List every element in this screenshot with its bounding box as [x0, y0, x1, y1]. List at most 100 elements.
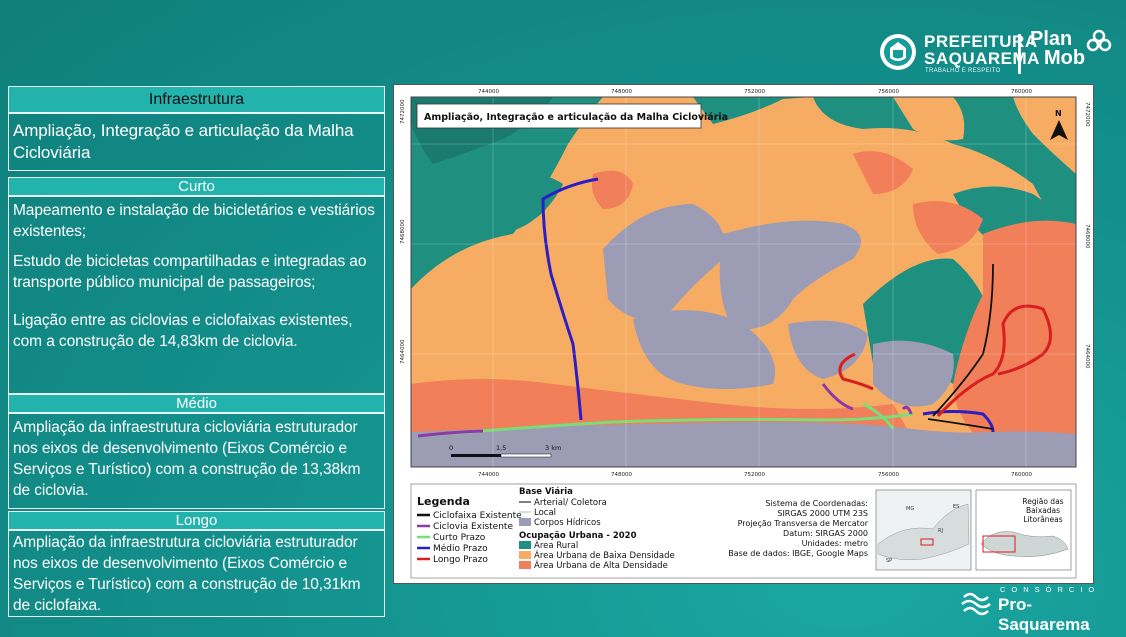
route-ciclofaixa-existente: [927, 418, 994, 430]
tick-label: 760000: [1011, 89, 1032, 95]
lagoon: [873, 340, 954, 407]
tick-label: 7468000: [1084, 224, 1090, 249]
low-density-area: [1013, 97, 1076, 174]
legend-entry: Longo Prazo: [433, 555, 488, 565]
list-item: Ampliação da infraestrutura cicloviária …: [13, 534, 361, 614]
category-header: Infraestrutura: [8, 86, 385, 113]
consorcio-label: CONSÓRCIO: [1000, 585, 1101, 594]
lagoon: [719, 220, 861, 330]
consorcio-name: Pro-Saquarema: [998, 595, 1090, 634]
high-density-area: [953, 220, 1076, 451]
route-ciclovia-existente: [821, 383, 854, 411]
rural-area: [463, 172, 563, 234]
section-label-curto: Curto: [178, 178, 215, 195]
metadata-line: Base de dados: IBGE, Google Maps: [728, 549, 868, 558]
tick-label: 752000: [744, 89, 765, 95]
tick-label: 756000: [878, 472, 899, 478]
saquarema-text: SAQUAREMA: [924, 49, 1040, 68]
high-density-area: [913, 201, 983, 254]
map-title-box: [416, 103, 702, 129]
section-label-medio: Médio: [176, 395, 217, 412]
low-density-area: [893, 97, 965, 141]
legend-entry: Curto Prazo: [433, 533, 486, 543]
legend-entry: Área Urbana de Baixa Densidade: [534, 549, 675, 561]
tick-label: 752000: [744, 472, 765, 478]
inset-label: Região das: [1022, 497, 1063, 506]
scale-label: 1,5: [496, 444, 506, 452]
prefeitura-text: PREFEITURA: [924, 32, 1038, 51]
legend-entry: Área Urbana de Alta Densidade: [534, 559, 668, 571]
ocean: [411, 422, 1076, 467]
north-label: N: [1055, 109, 1062, 118]
inset-label: ES: [953, 504, 959, 510]
route-ciclovia-existente: [901, 405, 913, 415]
legend-base: Base Viária Arterial/ Coletora Local Cor…: [519, 487, 675, 571]
list-item: Ligação entre as ciclovias e ciclofaixas…: [13, 312, 353, 350]
section-body-longo: Ampliação da infraestrutura cicloviária …: [8, 530, 385, 617]
tick-label: 7464000: [400, 339, 406, 364]
inset-map-brazil: MG ES SP RJ: [875, 489, 972, 571]
list-item: Mapeamento e instalação de bicicletários…: [13, 202, 375, 240]
tick-label: 748000: [611, 472, 632, 478]
metadata-line: Projeção Transversa de Mercator: [738, 519, 869, 528]
list-item: Ampliação da infraestrutura cicloviária …: [13, 419, 361, 499]
route-curto-prazo: [417, 412, 914, 438]
lagoon: [603, 204, 725, 319]
legend-entry: Área Rural: [534, 539, 578, 551]
scale-label: 3 km: [545, 444, 561, 452]
legend-title: Legenda: [417, 495, 470, 508]
bike-network-map: Ampliação, Integração e articulação da M…: [393, 84, 1094, 584]
tick-label: 748000: [611, 89, 632, 95]
tick-label: 7472000: [1084, 102, 1090, 127]
section-body-curto: Mapeamento e instalação de bicicletários…: [8, 196, 385, 394]
route-curto-prazo: [862, 402, 895, 430]
lagoon: [788, 320, 868, 379]
tick-label: 7472000: [400, 99, 406, 124]
legend-entry: Ciclofaixa Existente: [433, 511, 522, 521]
scale-labels: 0 1,5 3 km: [449, 444, 561, 452]
prefeitura-tagline: TRABALHO E RESPEITO: [925, 68, 1001, 74]
inset-label: MG: [906, 506, 914, 512]
legend-entry: Ciclovia Existente: [433, 522, 513, 532]
legend-entry: Corpos Hídricos: [534, 518, 601, 528]
prefeitura-logo: PREFEITURA SAQUAREMA TRABALHO E RESPEITO: [878, 28, 1039, 78]
legend-base-title: Base Viária: [519, 487, 573, 497]
map-inner-border: [410, 96, 1077, 468]
map-canvas: [411, 97, 1076, 467]
inset-label: SP: [886, 558, 892, 564]
waves-icon: [961, 592, 991, 616]
scale-label: 0: [449, 444, 453, 452]
lagoon: [633, 310, 775, 389]
planmob-logo: Plan Mob: [1030, 29, 1086, 69]
list-item: Estudo de bicicletas compartilhadas e in…: [13, 253, 367, 291]
section-header-medio: Médio: [8, 394, 385, 413]
high-density-area: [591, 170, 633, 209]
inset-map-region: Região das Baixadas Litorâneas: [975, 489, 1072, 571]
route-longo-prazo: [838, 352, 874, 391]
consorcio-logo: CONSÓRCIO Pro-Saquarema: [960, 583, 1120, 634]
strategy-heading: Ampliação, Integração e articulação da M…: [13, 121, 354, 162]
tick-label: 7464000: [1084, 344, 1090, 369]
high-density-area: [853, 151, 913, 194]
tick-label: 744000: [478, 472, 499, 478]
planmob-icon: [1086, 29, 1112, 52]
map-metadata: Sistema de Coordenadas: SIRGAS 2000 UTM …: [728, 499, 868, 558]
heading-box: Ampliação, Integração e articulação da M…: [8, 113, 385, 171]
category-title: Infraestrutura: [148, 91, 245, 108]
tick-label: 756000: [878, 89, 899, 95]
planmob-mob: Mob: [1044, 47, 1086, 69]
inset-label: Baixadas: [1026, 506, 1060, 515]
inset-label: Litorâneas: [1023, 515, 1062, 524]
section-body-medio: Ampliação da infraestrutura cicloviária …: [8, 413, 385, 509]
logo-divider: [1018, 34, 1021, 74]
section-label-longo: Longo: [175, 512, 218, 529]
legend-occupation-title: Ocupação Urbana - 2020: [519, 531, 637, 541]
route-medio-prazo: [541, 177, 599, 421]
legend-routes: Ciclofaixa Existente Ciclovia Existente …: [417, 511, 522, 565]
map-title: Ampliação, Integração e articulação da M…: [424, 112, 728, 123]
metadata-line: Unidades: metro: [802, 539, 869, 548]
legend-entry: Médio Prazo: [433, 543, 488, 554]
scale-bar: [451, 453, 552, 458]
tick-label: 7468000: [400, 219, 406, 244]
legend-entry: Local: [534, 508, 556, 518]
